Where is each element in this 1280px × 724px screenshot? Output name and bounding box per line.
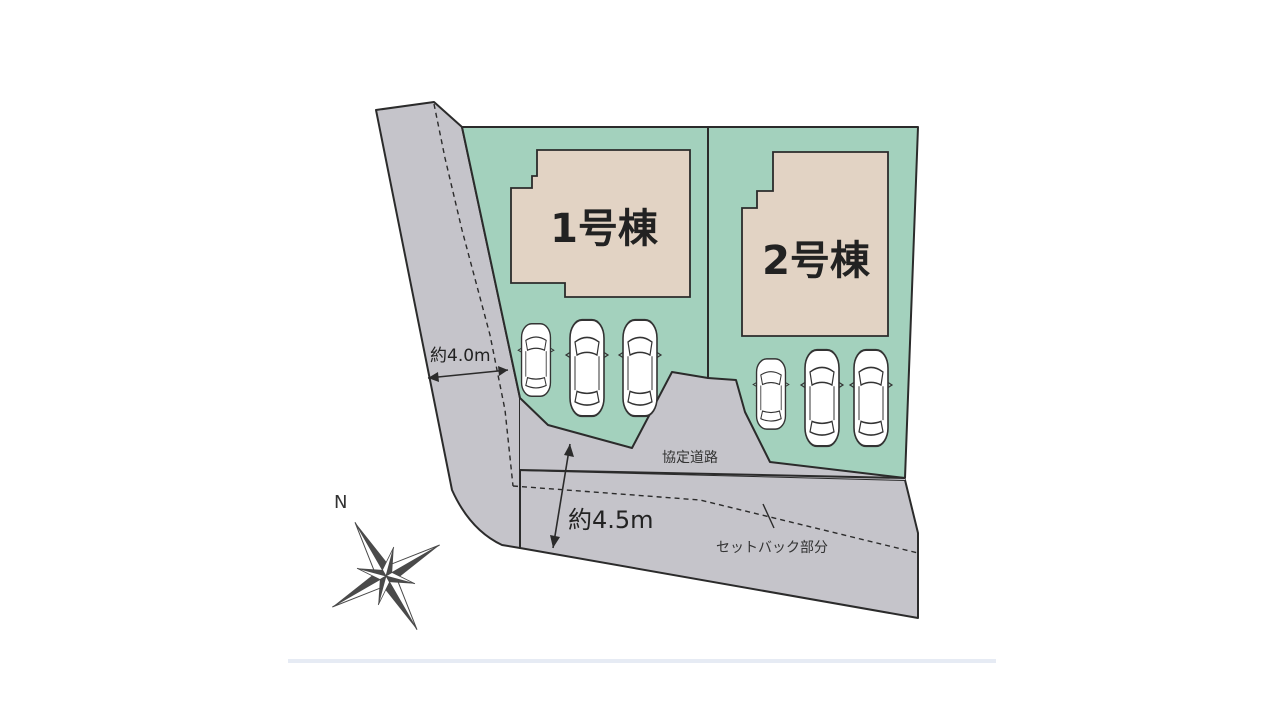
- parking-space-1c: [617, 318, 663, 418]
- west-width-dimension: [427, 366, 509, 382]
- private-road: [520, 372, 905, 480]
- setback-leader: [762, 503, 775, 529]
- south-width-dimension: [550, 443, 574, 549]
- compass-rose: [332, 522, 440, 630]
- building-1-label: 1号棟: [550, 206, 659, 252]
- building-2-label: 2号棟: [762, 238, 871, 284]
- parking-space-1b: [564, 318, 610, 418]
- bottom-divider: [288, 659, 996, 663]
- south-road: [519, 469, 919, 619]
- west-road-width-label: 約4.0m: [430, 346, 491, 366]
- south-road-width-label: 約4.5m: [568, 506, 654, 534]
- private-road-label: 協定道路: [662, 450, 718, 466]
- building-2: [741, 151, 889, 337]
- setback-line-south: [512, 485, 919, 554]
- parking-space-1a: [517, 322, 555, 398]
- compass-north-label: N: [334, 492, 347, 513]
- setback-line-west: [433, 103, 514, 487]
- parking-space-2c: [848, 348, 894, 448]
- parking-space-2b: [799, 348, 845, 448]
- parking-space-2a: [752, 358, 790, 430]
- private-road-boundary: [519, 469, 906, 479]
- setback-label: セットバック部分: [716, 540, 828, 556]
- building-1: [510, 149, 691, 298]
